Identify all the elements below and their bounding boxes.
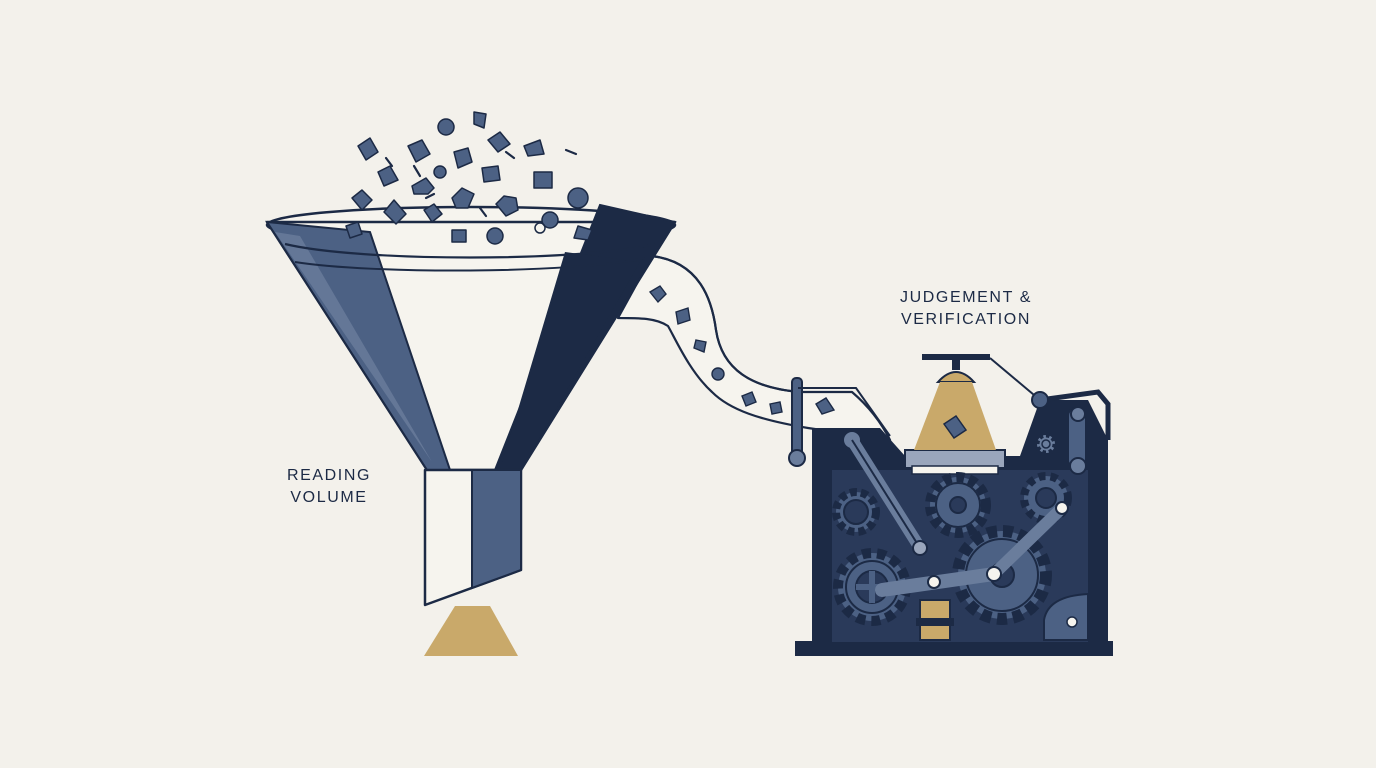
gear-icon [833, 548, 911, 626]
judgement-line2: VERIFICATION [900, 311, 1032, 328]
gold-output-pile-icon [424, 606, 518, 656]
paper-strip-icon [616, 254, 892, 442]
fragment-dashes [384, 148, 578, 218]
judgement-line1: JUDGEMENT & [900, 289, 1032, 306]
gear-icon [1034, 432, 1058, 456]
strip-fragments [648, 285, 836, 415]
reading-volume-label: READING VOLUME [272, 465, 386, 509]
judgement-verification-label: JUDGEMENT & VERIFICATION [886, 287, 1046, 331]
gear-icon [925, 472, 991, 538]
fragment-particles [345, 111, 593, 245]
reading-volume-line2: VOLUME [290, 489, 368, 506]
gear-icon [832, 488, 880, 536]
lamp-icon [914, 354, 996, 450]
machine-icon [788, 354, 1113, 656]
reading-volume-line1: READING [286, 467, 372, 484]
funnel-icon [265, 203, 677, 607]
